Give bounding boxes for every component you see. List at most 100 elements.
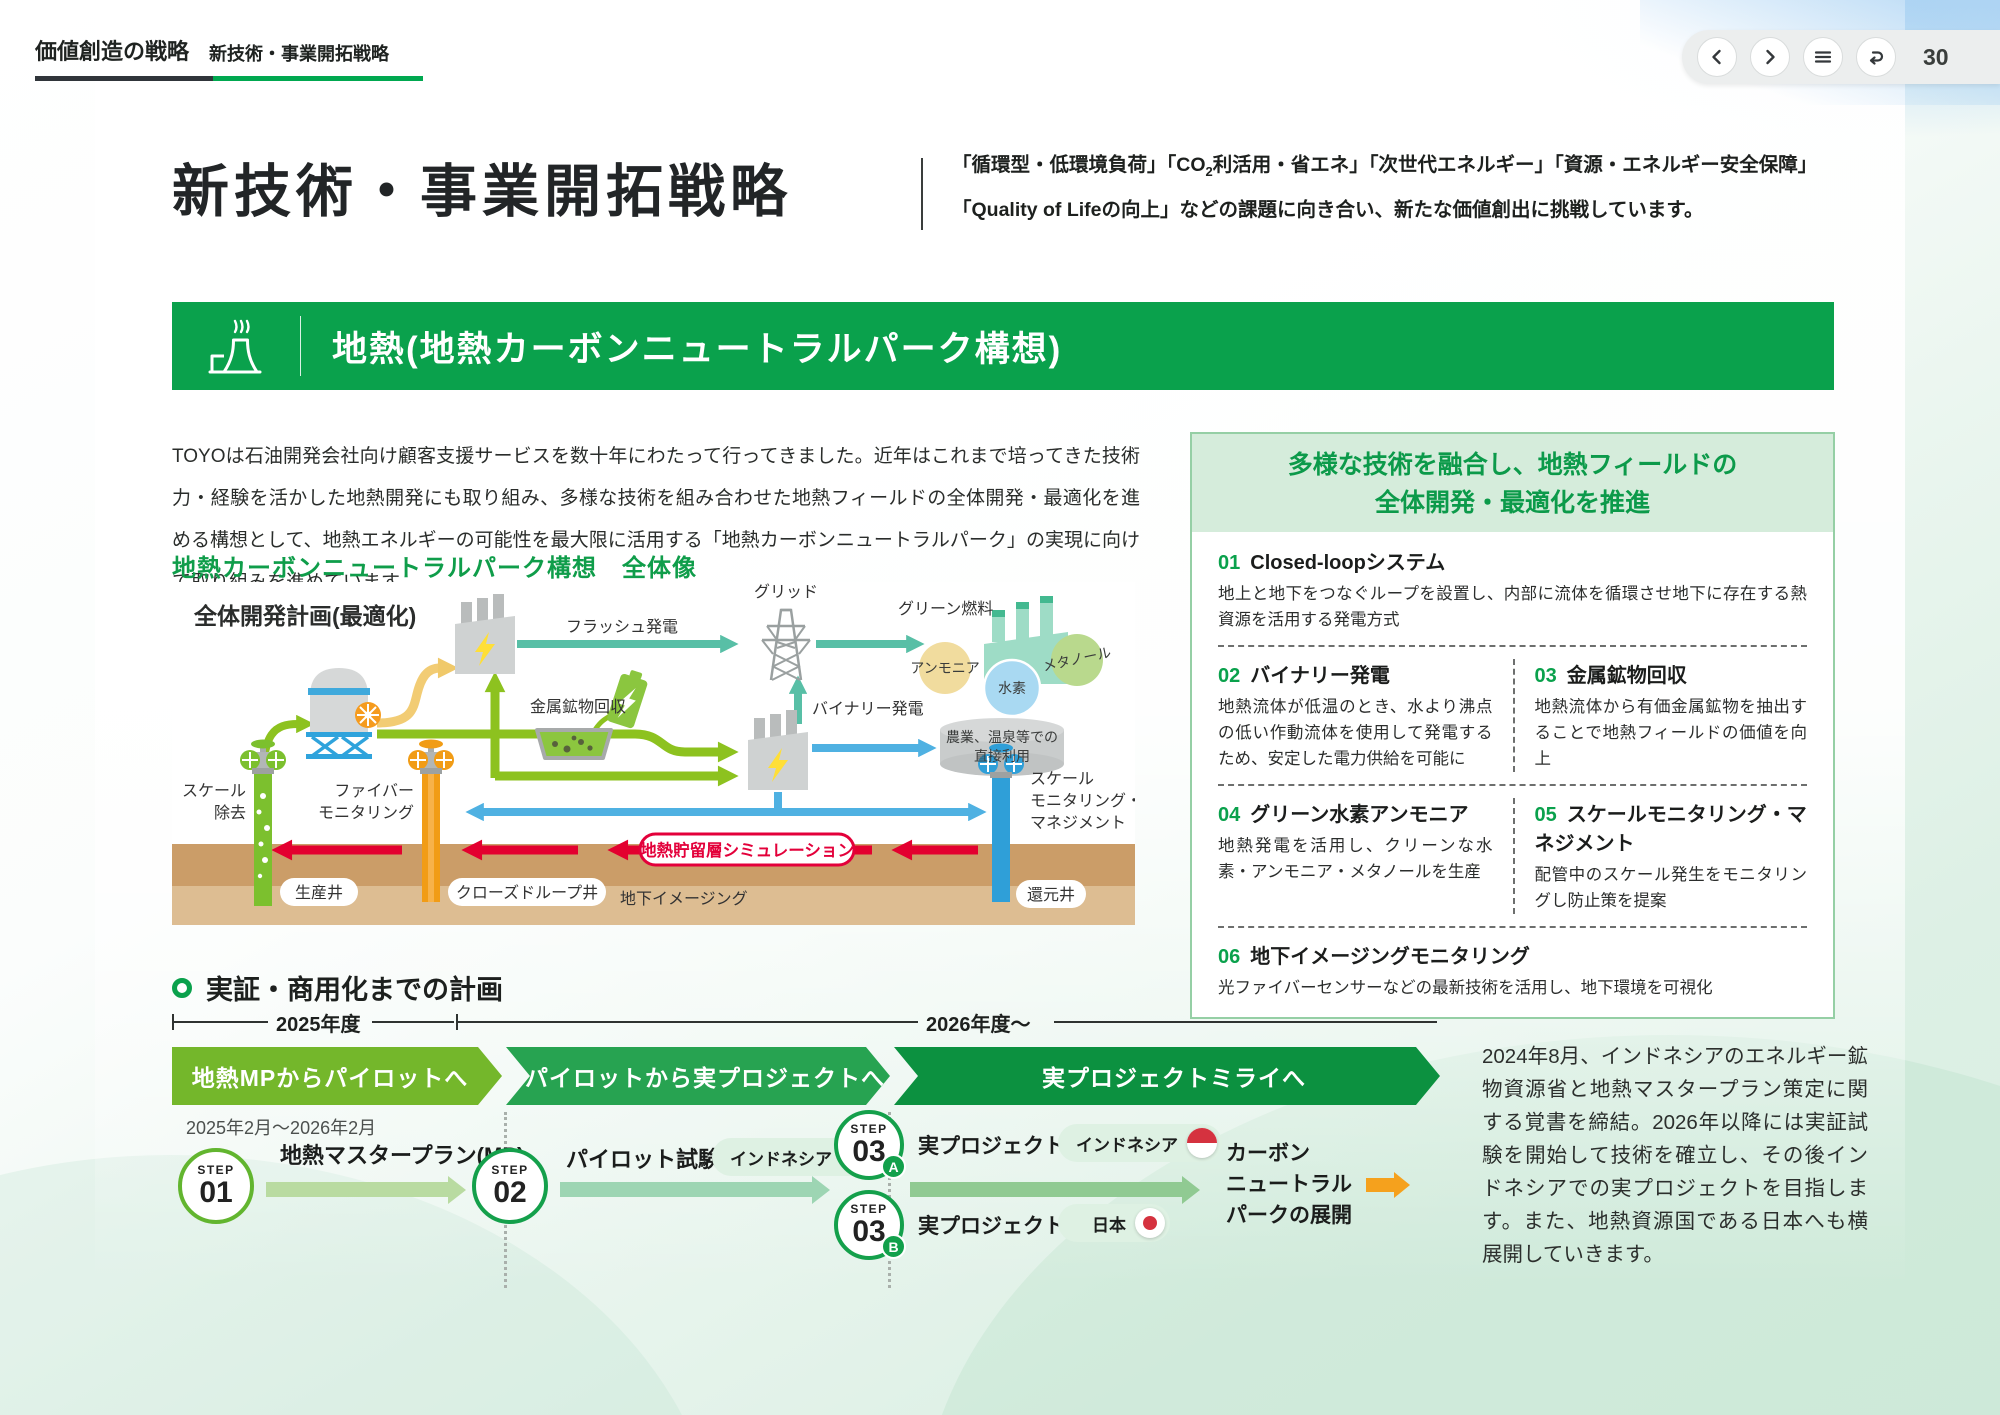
breadcrumb-underline-green: [213, 76, 423, 81]
page-title: 新技術・事業開拓戦略: [172, 160, 792, 224]
co2-subscript: 2: [1205, 163, 1213, 179]
page-number: 30: [1923, 43, 1949, 70]
tagline-line2: 「Quality of Lifeの向上」などの課題に向き合い、新たな価値創出に挑…: [952, 198, 1704, 221]
outcome-line2: ニュートラル: [1226, 1173, 1352, 1196]
step-2-circle: STEP 02: [472, 1148, 548, 1224]
outcome-text: カーボン ニュートラル パークの展開: [1226, 1138, 1352, 1231]
tech-item-desc: 光ファイバーセンサーなどの最新技術を活用し、地下環境を可視化: [1218, 979, 1713, 997]
grid-tower-icon: [761, 608, 811, 681]
tech-item-number: 05: [1534, 804, 1557, 826]
outcome-line3: パークの展開: [1226, 1204, 1352, 1227]
title-divider: [921, 158, 923, 230]
outcome-line1: カーボン: [1226, 1142, 1310, 1165]
viewer-navbar: 30: [1682, 30, 2000, 84]
step-number: 03: [852, 1215, 886, 1249]
tech-item-number: 04: [1218, 804, 1241, 826]
tech-item-title: Closed-loopシステム: [1250, 552, 1446, 574]
hydrogen-circle: [982, 658, 1042, 718]
breadcrumb-underline-dark: [35, 76, 213, 81]
divider: [1218, 645, 1807, 647]
scale-monitoring-label-2: モニタリング・: [1030, 792, 1135, 810]
production-well-pill: [280, 878, 358, 906]
closed-loop-well-label: クローズドループ井: [456, 884, 598, 902]
tech-item-title: 金属鉱物回収: [1566, 665, 1687, 687]
breadcrumb-section[interactable]: 価値創造の戦略: [35, 39, 190, 64]
country-label: インドネシア: [1076, 1135, 1178, 1155]
scale-monitoring-label-3: マネジメント: [1030, 814, 1126, 832]
tech-item-number: 02: [1218, 665, 1241, 687]
tech-item-number: 01: [1218, 552, 1241, 574]
geothermal-plant-icon: [208, 319, 262, 374]
tech-item-desc: 地熱発電を活用し、クリーンな水素・アンモニア・メタノールを生産: [1218, 837, 1493, 881]
tech-item-number: 03: [1534, 665, 1557, 687]
breadcrumb-current[interactable]: 新技術・事業開拓戦略: [209, 44, 390, 64]
step-3a-label: 実プロジェクト: [918, 1135, 1065, 1158]
step-3b-badge: B: [881, 1234, 906, 1259]
tech-item-binary-power: 02 バイナリー発電 地熱流体が低温のとき、水より沸点の低い作動流体を使用して発電…: [1218, 659, 1513, 772]
country-pill-indonesia-2: インドネシア: [1058, 1124, 1222, 1162]
tech-item-desc: 地上と地下をつなぐループを設置し、内部に流体を循環させ地下に存在する熱資源を活用…: [1218, 585, 1807, 629]
green-fuel-label: グリーン燃料: [898, 600, 993, 618]
chevron-right-icon: [1766, 49, 1775, 65]
metal-recovery-label: 金属鉱物回収: [530, 698, 626, 716]
phase-1-banner: 地熱MPからパイロットへ: [172, 1047, 502, 1105]
ring-bullet-icon: [172, 977, 192, 998]
step-word: STEP: [491, 1163, 529, 1178]
section-banner-title: 地熱(地熱カーボンニュートラルパーク構想): [332, 329, 1063, 369]
geothermal-park-diagram: 地熱貯留層シミュレーション 全体開発計画(最適化) フラッシュ発電 グリッド グ…: [172, 582, 1135, 925]
menu-button[interactable]: [1803, 37, 1843, 77]
tech-item-desc: 地熱流体から有価金属鉱物を抽出することで地熱フィールドの価値を向上: [1534, 698, 1808, 768]
step-3b-circle: STEP 03 B: [834, 1190, 906, 1260]
country-pill-japan: 日本: [1058, 1204, 1170, 1242]
production-well-icon: [240, 739, 286, 906]
tech-item-title: スケールモニタリング・マネジメント: [1534, 804, 1807, 855]
breadcrumb: 価値創造の戦略 新技術・事業開拓戦略: [35, 34, 389, 66]
flow-arrow-2: [560, 1182, 812, 1197]
return-button[interactable]: [1856, 37, 1896, 77]
reservoir-simulation-label: 地熱貯留層シミュレーション: [640, 840, 854, 860]
axis-label-2026: 2026年度〜: [926, 1014, 1031, 1036]
binary-power-label: バイナリー発電: [812, 700, 924, 718]
tech-panel-heading-line1: 多様な技術を融合し、地熱フィールドの: [1287, 451, 1738, 479]
axis-tick: [172, 1014, 174, 1030]
prev-page-button[interactable]: [1697, 37, 1737, 77]
menu-icon: [1814, 51, 1832, 63]
battery-icon: [607, 670, 648, 729]
closed-loop-well-icon: [408, 739, 454, 902]
step-3b-label: 実プロジェクト: [918, 1215, 1065, 1238]
tech-item-desc: 地熱流体が低温のとき、水より沸点の低い作動流体を使用して発電するため、安定した電…: [1218, 698, 1493, 768]
tech-item-closed-loop: 01 Closed-loopシステム 地上と地下をつなぐループを設置し、内部に流体…: [1218, 546, 1807, 633]
indonesia-flag-icon: [1187, 1128, 1217, 1158]
grid-label: グリッド: [754, 583, 818, 601]
axis-line: [174, 1021, 268, 1023]
tech-panel: 多様な技術を融合し、地熱フィールドの 全体開発・最適化を推進 01 Closed-…: [1190, 432, 1835, 1019]
production-well-label: 生産井: [295, 884, 343, 902]
injection-well-pill: [1016, 880, 1086, 908]
direct-use-label-1: 農業、温泉等での: [946, 729, 1058, 745]
axis-tick: [456, 1014, 458, 1030]
lead-paragraph: TOYOは石油開発会社向け顧客支援サービスを数十年にわたって行ってきました。近年…: [172, 446, 1140, 593]
scale-removal-label-2: 除去: [214, 804, 246, 822]
phase-3-banner: 実プロジェクトミライへ: [894, 1047, 1440, 1105]
binary-power-plant-icon: [748, 710, 808, 790]
tech-panel-heading: 多様な技術を融合し、地熱フィールドの 全体開発・最適化を推進: [1192, 434, 1833, 532]
axis-line: [372, 1021, 454, 1023]
diagram-caption: 地熱カーボンニュートラルパーク構想 全体像: [172, 555, 697, 582]
return-icon: [1869, 51, 1884, 65]
tagline-line1: 「循環型・低環境負荷」「CO: [952, 154, 1206, 176]
next-page-button[interactable]: [1750, 37, 1790, 77]
tech-item-metal-recovery: 03 金属鉱物回収 地熱流体から有価金属鉱物を抽出することで地熱フィールドの価値を…: [1512, 659, 1808, 772]
step-number: 01: [199, 1176, 233, 1210]
tech-item-title: バイナリー発電: [1250, 665, 1390, 687]
step-word: STEP: [850, 1122, 888, 1137]
ammonia-label: アンモニア: [910, 660, 979, 676]
axis-label-2025: 2025年度: [276, 1014, 361, 1036]
step-number: 03: [852, 1135, 886, 1169]
flow-arrow-3: [910, 1182, 1182, 1197]
axis-line: [1054, 1021, 1437, 1023]
step-1-circle: STEP 01: [178, 1148, 254, 1224]
